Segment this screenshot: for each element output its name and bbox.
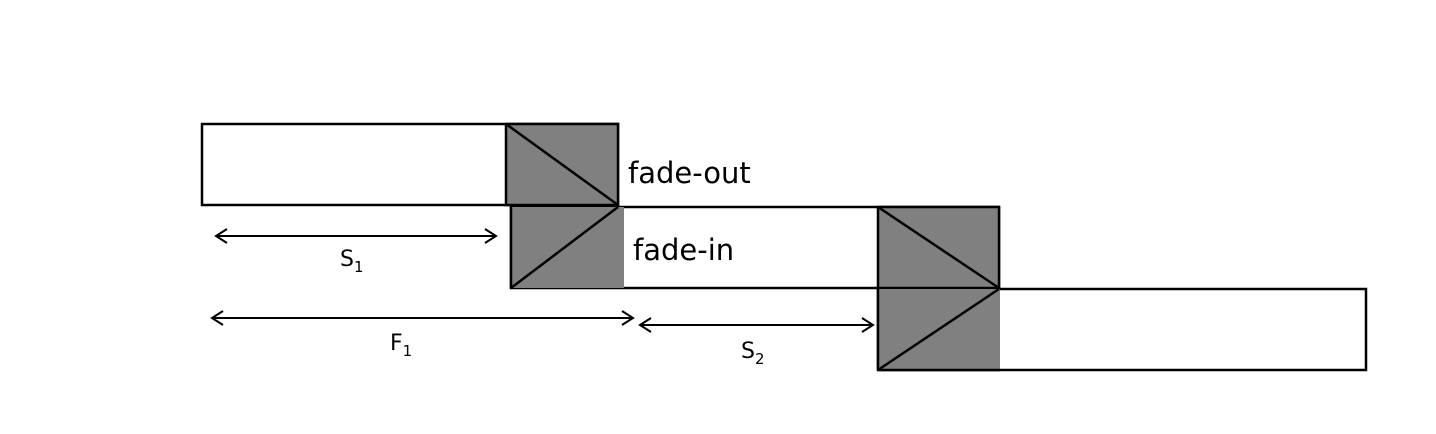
clip-3 (876, 287, 1368, 372)
s2-label: S2 (741, 339, 765, 368)
s1-label: S1 (340, 247, 364, 276)
s1-subscript: 1 (354, 258, 364, 276)
f1-label: F1 (390, 331, 412, 360)
s2-letter: S (741, 339, 755, 364)
s2-subscript: 2 (755, 350, 765, 368)
clip-1 (200, 122, 620, 207)
clip-2-fade-out-ramp (877, 205, 1000, 290)
f1-letter: F (390, 331, 403, 356)
clip-2 (509, 205, 1001, 290)
clip-3-fade-in-ramp (877, 287, 1000, 372)
fade-in-label: fade-in (633, 233, 734, 267)
s1-letter: S (340, 247, 354, 272)
clip-2-fade-in-ramp (510, 206, 619, 289)
f1-subscript: 1 (403, 342, 413, 360)
fade-out-label: fade-out (628, 156, 751, 190)
clip-1-fade-out-ramp (505, 122, 619, 207)
